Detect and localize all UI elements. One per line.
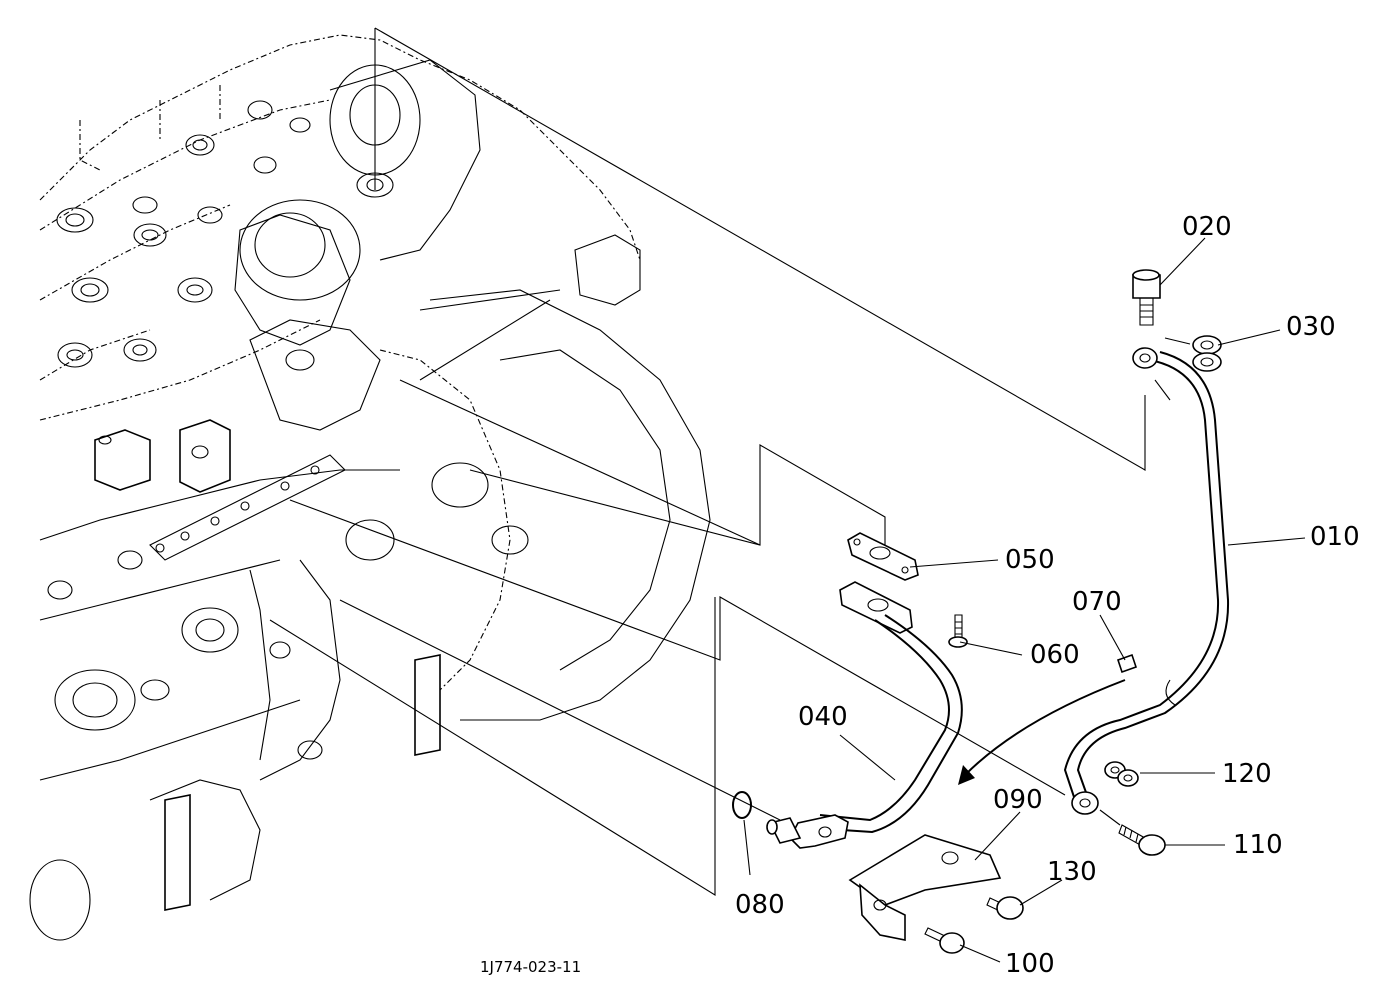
callout-070: 070 xyxy=(1072,587,1122,617)
alignment-lines xyxy=(269,27,1146,896)
part-070-clamp xyxy=(1116,653,1176,706)
callout-090: 090 xyxy=(993,785,1043,815)
part-060-bolt xyxy=(948,614,968,648)
part-010-oil-pipe xyxy=(1063,347,1230,815)
part-130-bolt xyxy=(986,896,1024,920)
figure-id: 1J774-023-11 xyxy=(480,958,581,976)
part-050-flange-gasket xyxy=(847,532,919,581)
callout-060: 060 xyxy=(1030,640,1080,670)
callout-100: 100 xyxy=(1005,949,1055,979)
part-120-gasket xyxy=(1099,761,1139,826)
part-090-bracket xyxy=(848,834,1002,941)
assembly-arrow xyxy=(964,679,1126,776)
callout-040: 040 xyxy=(798,702,848,732)
callout-080: 080 xyxy=(735,890,785,920)
part-080-o-ring xyxy=(732,791,752,819)
callout-110: 110 xyxy=(1233,830,1283,860)
callout-020: 020 xyxy=(1182,212,1232,242)
callout-130: 130 xyxy=(1047,857,1097,887)
assembly-arrowhead xyxy=(958,765,975,785)
callout-050: 050 xyxy=(1005,545,1055,575)
callout-labels: 010 020 030 040 050 060 070 080 090 100 … xyxy=(735,212,1360,979)
part-100-bolt xyxy=(924,927,965,954)
callout-leaders xyxy=(743,237,1306,963)
engine-block xyxy=(29,34,711,941)
callout-120: 120 xyxy=(1222,759,1272,789)
part-110-banjo-bolt xyxy=(1118,824,1166,856)
part-030-gasket xyxy=(1164,335,1222,372)
part-020-banjo-bolt xyxy=(1132,269,1161,326)
part-040-oil-feed-pipe xyxy=(766,581,963,849)
callout-010: 010 xyxy=(1310,522,1360,552)
callout-030: 030 xyxy=(1286,312,1336,342)
